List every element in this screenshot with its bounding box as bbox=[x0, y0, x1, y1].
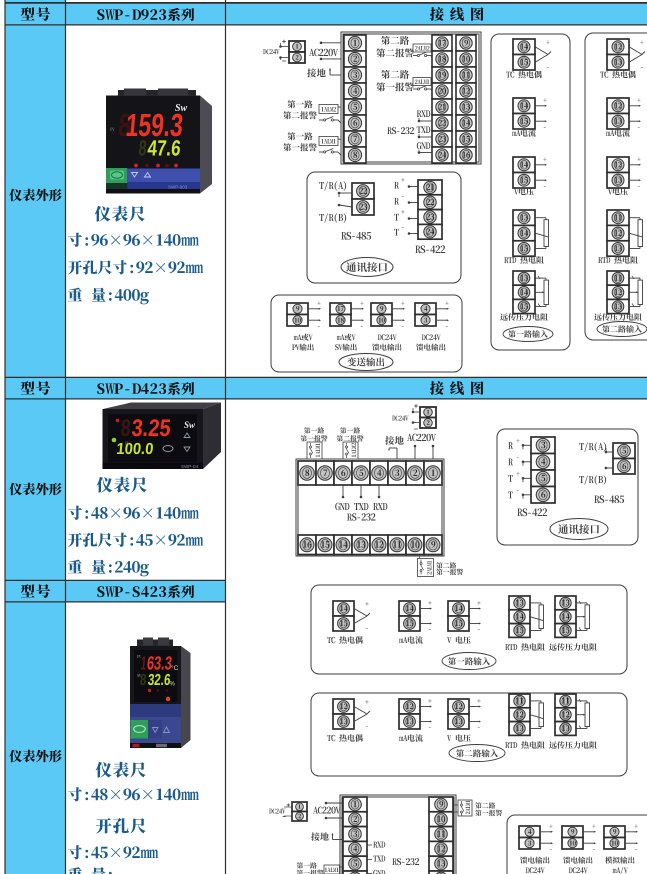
svg-text:°C: °C bbox=[171, 664, 179, 672]
svg-text:8: 8 bbox=[139, 671, 147, 689]
svg-text:159.3: 159.3 bbox=[124, 107, 184, 143]
svg-text:SWP-903: SWP-903 bbox=[168, 185, 188, 190]
svg-text:63.3: 63.3 bbox=[146, 654, 173, 675]
svg-text:8: 8 bbox=[119, 415, 131, 442]
svg-text:8: 8 bbox=[117, 107, 133, 143]
svg-text:1: 1 bbox=[140, 654, 147, 675]
svg-text:47.6: 47.6 bbox=[147, 136, 182, 161]
svg-text:Sw: Sw bbox=[175, 103, 188, 114]
svg-text:SWP-D4: SWP-D4 bbox=[181, 464, 199, 469]
svg-text:8: 8 bbox=[138, 136, 148, 161]
svg-text:Sw: Sw bbox=[184, 420, 196, 430]
svg-text:3.25: 3.25 bbox=[130, 415, 171, 442]
svg-text:%: % bbox=[170, 682, 176, 688]
svg-text:32.6: 32.6 bbox=[147, 671, 171, 689]
svg-text:100.0: 100.0 bbox=[116, 440, 155, 458]
